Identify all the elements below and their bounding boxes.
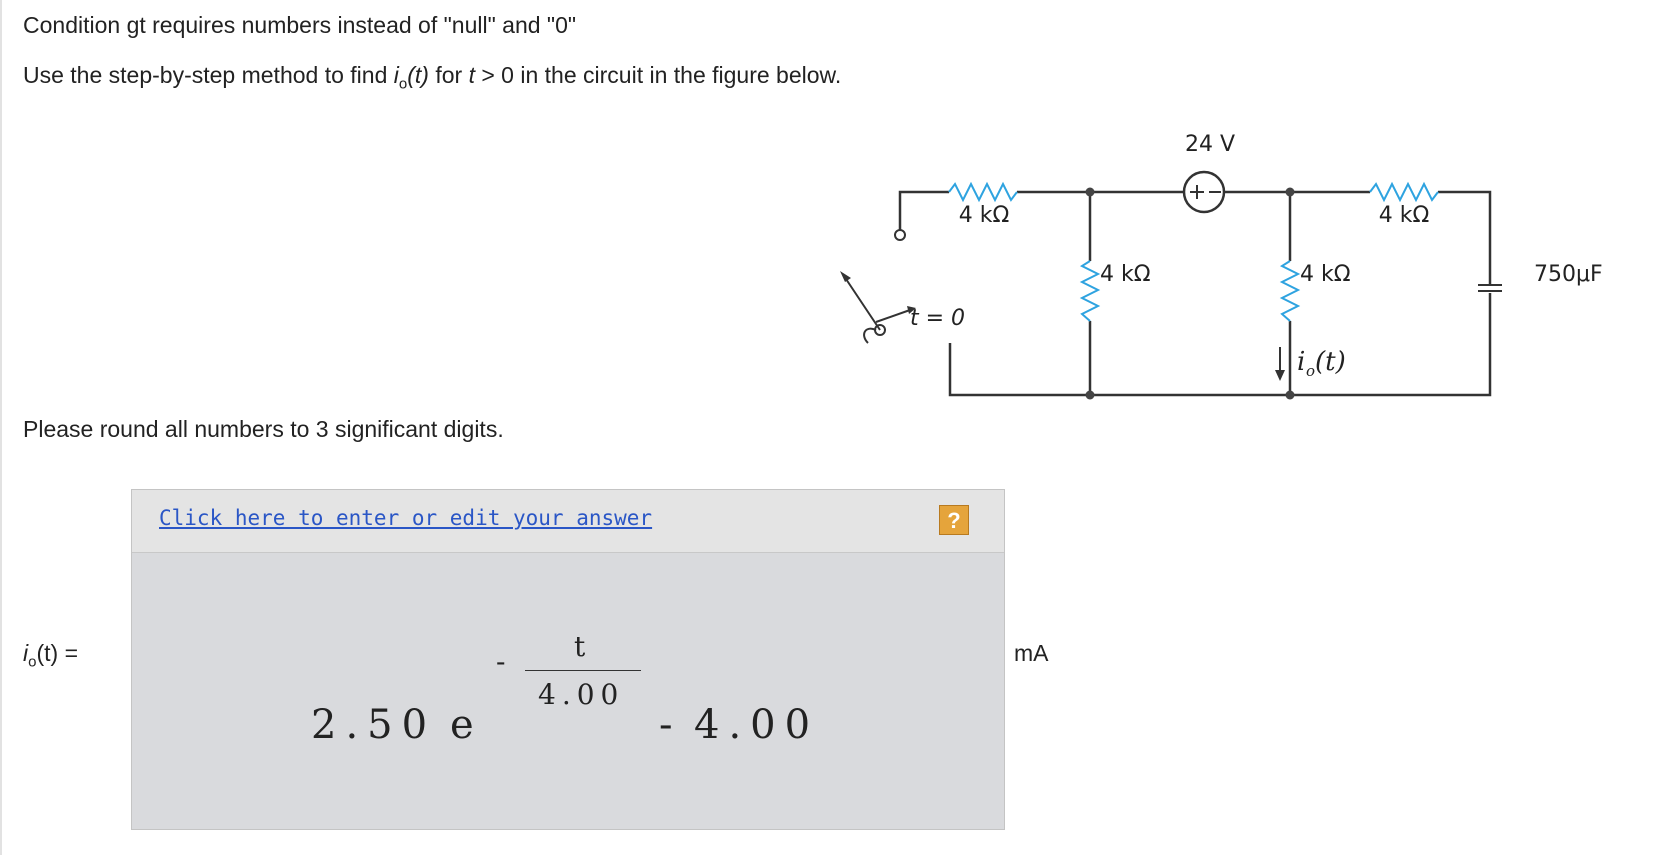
- exponent-fraction-bar: [525, 670, 641, 671]
- circuit-figure: 24 V 4 kΩ 4 kΩ 4 kΩ 4 kΩ 750μF t = 0 i o…: [840, 132, 1603, 400]
- current-sub: o: [1306, 362, 1315, 380]
- question-mid: for: [428, 62, 469, 88]
- lhs-var: i: [23, 640, 29, 666]
- answer-coefficient: 2.50: [311, 702, 437, 748]
- current-arg: (t): [1315, 347, 1346, 377]
- exponent-numerator: t: [574, 630, 592, 663]
- capacitor-label: 750μF: [1534, 262, 1603, 287]
- answer-e: e: [450, 702, 483, 748]
- answer-unit: mA: [1014, 640, 1049, 666]
- question-t: t: [468, 62, 475, 88]
- condition-text: Condition gt requires numbers instead of…: [23, 12, 577, 38]
- source-label: 24 V: [1185, 132, 1235, 157]
- current-var: i: [1297, 347, 1305, 377]
- exponent-denominator: 4.00: [538, 678, 625, 711]
- help-button[interactable]: ?: [939, 505, 969, 535]
- lhs-sub: o: [28, 653, 37, 671]
- r-top-right-label: 4 kΩ: [1379, 203, 1430, 228]
- switch-label: t = 0: [910, 306, 965, 331]
- edit-answer-link[interactable]: Click here to enter or edit your answer: [159, 506, 653, 530]
- question-before: Use the step-by-step method to find: [23, 62, 394, 88]
- answer-header: Click here to enter or edit your answer …: [132, 490, 1004, 553]
- r-top-left-label: 4 kΩ: [959, 203, 1010, 228]
- rounding-note: Please round all numbers to 3 significan…: [23, 416, 504, 442]
- answer-lhs: io(t) =: [23, 640, 78, 671]
- question-arg: (t): [407, 62, 429, 88]
- question-after: > 0 in the circuit in the figure below.: [474, 62, 842, 88]
- lhs-rest: (t) =: [36, 640, 78, 666]
- left-border: [0, 0, 2, 855]
- exponent-sign: -: [496, 645, 512, 678]
- question-sub: o: [398, 75, 408, 93]
- question-text: Use the step-by-step method to find io(t…: [23, 62, 841, 93]
- r-mid-left-label: 4 kΩ: [1100, 262, 1151, 287]
- answer-box[interactable]: Click here to enter or edit your answer …: [131, 489, 1005, 830]
- answer-minus: -: [659, 702, 682, 748]
- r-mid-right-label: 4 kΩ: [1300, 262, 1351, 287]
- question-var: i: [393, 62, 399, 88]
- answer-constant: 4.00: [694, 702, 820, 748]
